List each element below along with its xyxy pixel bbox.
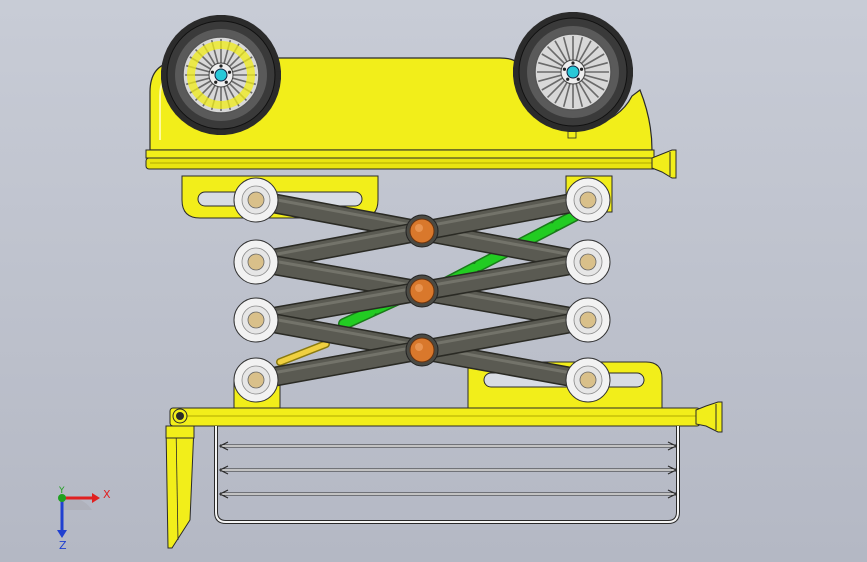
wheel-left[interactable]: [160, 14, 282, 136]
wheel-right[interactable]: [512, 11, 634, 133]
axis-y-label: Y: [59, 486, 65, 496]
pivot-2: [409, 278, 435, 304]
scissor-pivots[interactable]: [405, 214, 439, 367]
base-rail-end-cap: [695, 401, 723, 433]
scissor-rollers[interactable]: [233, 177, 611, 403]
wire-basket[interactable]: [214, 426, 680, 524]
axis-x-label: X: [103, 488, 111, 501]
top-rail-end-cap: [651, 149, 677, 179]
pivot-3: [409, 337, 435, 363]
pivot-1: [409, 218, 435, 244]
rim-accent: [187, 41, 255, 109]
axis-z-label: Z: [59, 539, 67, 552]
base-rail[interactable]: [169, 401, 723, 433]
axis-triad-icon: [57, 493, 100, 538]
support-leg[interactable]: [165, 425, 195, 549]
top-platform-plate: [145, 149, 655, 159]
